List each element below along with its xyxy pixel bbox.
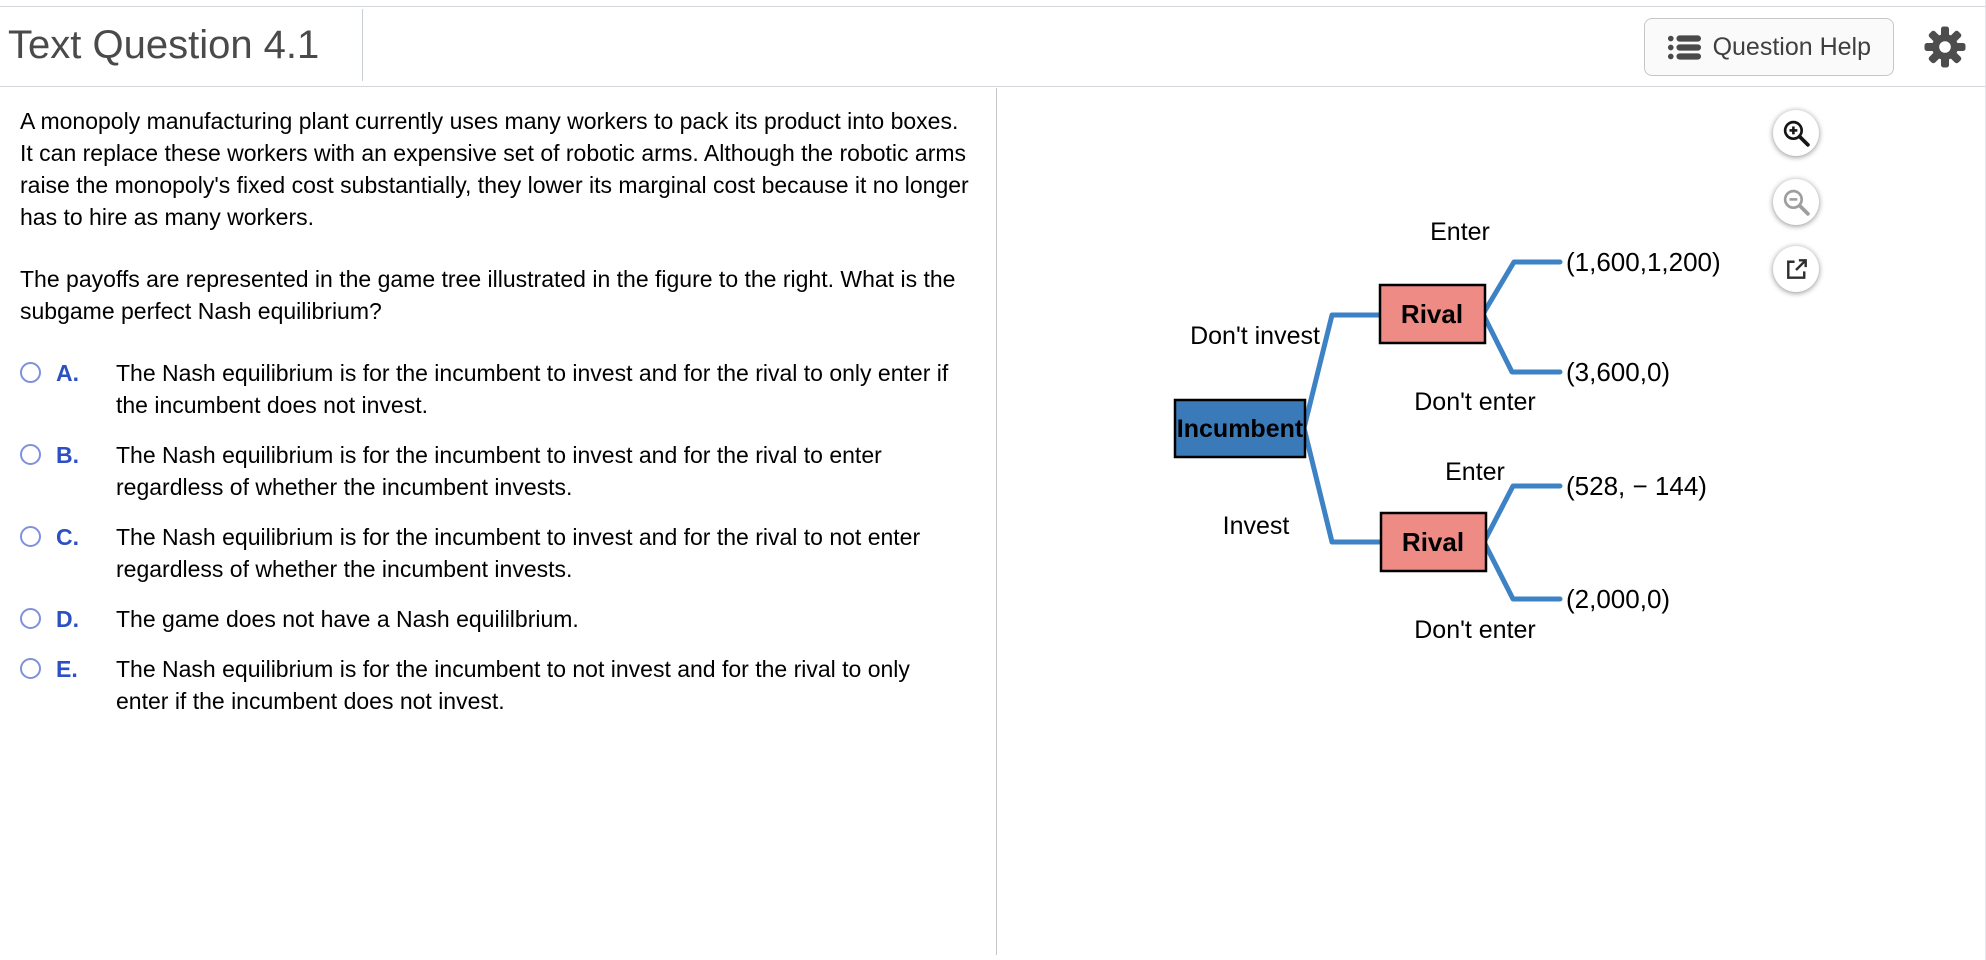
answer-options: A. The Nash equilibrium is for the incum… — [20, 357, 972, 717]
zoom-out-button[interactable] — [1773, 179, 1819, 225]
dont-invest-label: Don't invest — [1190, 322, 1320, 350]
answer-option-d[interactable]: D. The game does not have a Nash equilil… — [20, 603, 972, 635]
rival-bottom-node-box — [1379, 511, 1488, 573]
question-help-button[interactable]: Question Help — [1643, 18, 1894, 76]
option-text: The game does not have a Nash equililbri… — [116, 606, 579, 632]
branch-dont-enter-top-line — [1480, 311, 1563, 375]
option-text: The Nash equilibrium is for the incumben… — [116, 360, 949, 418]
option-text: The Nash equilibrium is for the incumben… — [116, 442, 882, 500]
enter-top-label: Enter — [1430, 218, 1490, 246]
option-text: The Nash equilibrium is for the incumben… — [116, 656, 910, 714]
rival-top-node-box — [1378, 283, 1487, 345]
dont-enter-top-label: Don't enter — [1414, 388, 1536, 416]
enter-bottom-label: Enter — [1445, 458, 1505, 486]
open-in-new-window-button[interactable] — [1773, 246, 1819, 292]
answer-option-b[interactable]: B. The Nash equilibrium is for the incum… — [20, 439, 972, 503]
zoom-in-icon — [1783, 120, 1810, 147]
header-toolbar: Question Help — [1643, 15, 1968, 79]
page-title: Text Question 4.1 — [8, 22, 320, 67]
radio-option-e[interactable] — [20, 658, 41, 679]
answer-option-a[interactable]: A. The Nash equilibrium is for the incum… — [20, 357, 972, 421]
question-help-list-icon — [1667, 34, 1701, 60]
branch-enter-top-line — [1480, 259, 1563, 317]
branch-dont-enter-bottom-line — [1481, 539, 1563, 602]
option-letter: E. — [56, 656, 78, 682]
answer-option-c[interactable]: C. The Nash equilibrium is for the incum… — [20, 521, 972, 585]
option-letter: D. — [56, 606, 79, 632]
option-letter: B. — [56, 442, 79, 468]
branch-dont-invest-line — [1301, 312, 1383, 431]
title-cell: Text Question 4.1 — [0, 9, 363, 81]
header: Text Question 4.1 Question Help — [0, 7, 1985, 87]
payoff-enter-invest: (528, − 144) — [1566, 471, 1707, 501]
radio-option-a[interactable] — [20, 362, 41, 383]
dont-enter-bottom-label: Don't enter — [1414, 616, 1536, 644]
top-divider — [0, 6, 1985, 7]
option-text: The Nash equilibrium is for the incumben… — [116, 524, 921, 582]
option-letter: A. — [56, 360, 79, 386]
invest-label: Invest — [1223, 512, 1290, 540]
radio-option-b[interactable] — [20, 444, 41, 465]
incumbent-node-label: Incumbent — [1177, 415, 1304, 443]
option-letter: C. — [56, 524, 79, 550]
branch-enter-bottom-line — [1481, 483, 1563, 545]
question-paragraph-2: The payoffs are represented in the game … — [20, 266, 962, 324]
branch-invest-line — [1301, 425, 1384, 545]
question-paragraph-1: A monopoly manufacturing plant currently… — [20, 108, 976, 230]
rival-bottom-node-label: Rival — [1402, 527, 1464, 557]
rival-top-node-label: Rival — [1401, 299, 1463, 329]
answer-option-e[interactable]: E. The Nash equilibrium is for the incum… — [20, 653, 972, 717]
open-in-new-window-icon — [1786, 258, 1807, 279]
game-tree-figure: Incumbent Rival Rival Enter Don't invest… — [1173, 218, 1721, 644]
question-panel: A monopoly manufacturing plant currently… — [0, 88, 997, 955]
figure-panel: Incumbent Rival Rival Enter Don't invest… — [998, 88, 1985, 955]
payoff-dont-enter-no-invest: (3,600,0) — [1566, 357, 1670, 387]
zoom-in-button[interactable] — [1773, 110, 1819, 156]
radio-option-d[interactable] — [20, 608, 41, 629]
incumbent-node-box — [1173, 398, 1307, 459]
zoom-out-icon — [1783, 189, 1810, 216]
payoff-enter-no-invest: (1,600,1,200) — [1566, 247, 1721, 277]
payoff-dont-enter-invest: (2,000,0) — [1566, 584, 1670, 614]
radio-option-c[interactable] — [20, 526, 41, 547]
main-content: A monopoly manufacturing plant currently… — [0, 88, 1985, 960]
settings-gear-icon[interactable] — [1922, 24, 1968, 70]
question-help-label: Question Help — [1712, 32, 1871, 61]
